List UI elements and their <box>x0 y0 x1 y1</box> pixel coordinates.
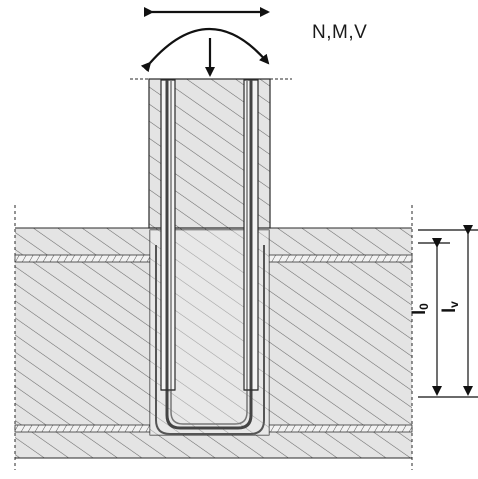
loads-label: N,M,V <box>312 22 368 43</box>
dimension-l0-main: l <box>408 309 429 315</box>
dimension-lv-label: lv <box>439 301 461 313</box>
dimensions <box>418 225 478 398</box>
anchor-loops <box>149 79 270 436</box>
dimension-lv-sub: v <box>446 301 461 308</box>
load-symbols <box>140 7 270 77</box>
column <box>130 78 292 229</box>
dimension-l0-label: l0 <box>409 303 431 315</box>
dimension-l0-sub: 0 <box>416 303 431 310</box>
dimension-lv-main: l <box>438 307 459 313</box>
